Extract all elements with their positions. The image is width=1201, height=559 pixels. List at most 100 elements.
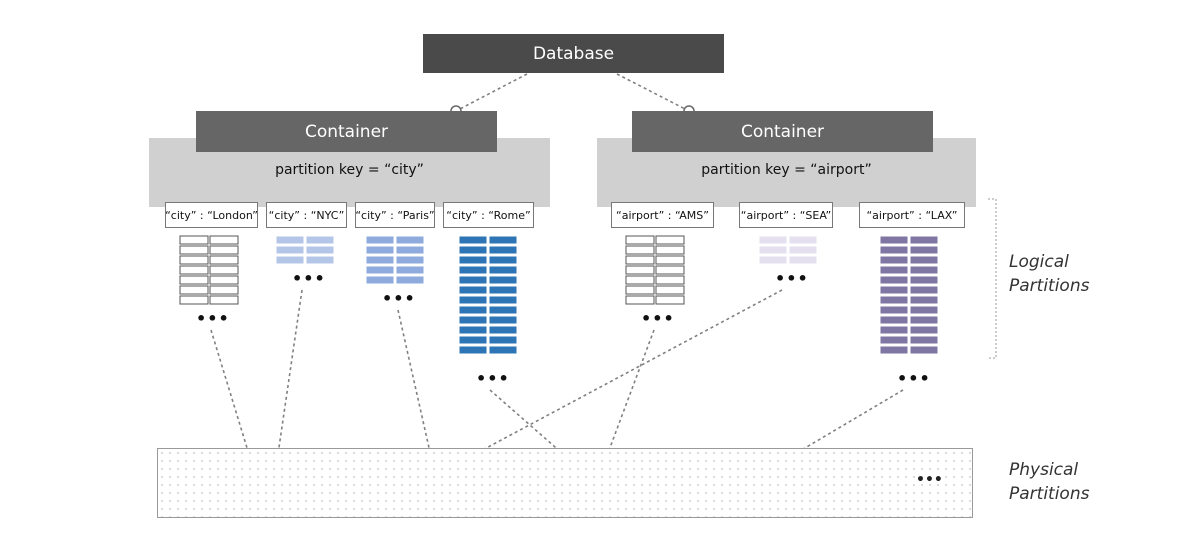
paris-row-cell: [395, 265, 425, 275]
paris-ellipsis: •••: [382, 289, 416, 308]
lax-row-cell: [909, 295, 939, 305]
paris-row-cell: [395, 235, 425, 245]
london-row-cell: [179, 265, 209, 275]
rome-ellipsis: •••: [476, 369, 510, 388]
lax-row-cell: [909, 335, 939, 345]
partition-value-sea: “airport” : “SEA”: [739, 202, 833, 228]
container-label: Container: [740, 121, 825, 142]
partition-key-airport: partition key = “airport”: [701, 162, 872, 178]
paris-row-cell: [395, 245, 425, 255]
nyc-row-cell: [305, 245, 335, 255]
physical-partitions-strip: [157, 448, 973, 518]
london-row-cell: [209, 265, 239, 275]
rome-row-cell: [458, 285, 488, 295]
database-label: Database: [532, 43, 615, 64]
rome-row-cell: [458, 295, 488, 305]
rome-row-cell: [458, 335, 488, 345]
lax-row-cell: [909, 315, 939, 325]
rome-row-cell: [488, 265, 518, 275]
nyc-row-cell: [275, 235, 305, 245]
ams-row-cell: [655, 285, 685, 295]
rome-row-cell: [488, 305, 518, 315]
rome-row-cell: [488, 255, 518, 265]
london-row-cell: [209, 285, 239, 295]
london-row-cell: [179, 295, 209, 305]
physical-partitions-label: Physical Partitions: [1009, 458, 1089, 506]
london-row-cell: [209, 255, 239, 265]
container-label: Container: [304, 121, 389, 142]
ams-row-cell: [625, 275, 655, 285]
lax-row-cell: [909, 345, 939, 355]
partition-value-nyc: “city” : “NYC”: [266, 202, 347, 228]
lax-row-cell: [909, 275, 939, 285]
connector-nyc-physical: [276, 289, 303, 462]
rome-row-cell: [458, 235, 488, 245]
london-row-cell: [179, 255, 209, 265]
lax-row-cell: [879, 255, 909, 265]
lax-row-cell: [879, 345, 909, 355]
ams-row-cell: [655, 295, 685, 305]
partition-value-ams: “airport” : “AMS”: [611, 202, 714, 228]
london-row-cell: [209, 295, 239, 305]
rome-row-cell: [488, 245, 518, 255]
rome-row-cell: [488, 275, 518, 285]
sea-row-cell: [788, 235, 818, 245]
london-row-cell: [179, 235, 209, 245]
nyc-row-cell: [305, 235, 335, 245]
rome-row-cell: [458, 245, 488, 255]
partition-key-city: partition key = “city”: [275, 162, 424, 178]
lax-row-cell: [909, 235, 939, 245]
logical-label-line2: Partitions: [1009, 276, 1090, 296]
connector-london-physical: [210, 329, 252, 462]
connector-sea-physical: [461, 289, 783, 462]
lax-row-cell: [909, 265, 939, 275]
lax-row-cell: [879, 275, 909, 285]
lax-row-cell: [879, 315, 909, 325]
physical-more-ellipsis: •••: [916, 472, 943, 488]
connector-db-city: [455, 73, 528, 112]
ams-row-cell: [655, 245, 685, 255]
ams-row-cell: [655, 265, 685, 275]
rome-row-cell: [488, 295, 518, 305]
rome-row-cell: [458, 255, 488, 265]
rome-row-cell: [458, 265, 488, 275]
ams-row-cell: [625, 285, 655, 295]
partition-value-london: “city” : “London”: [165, 202, 258, 228]
london-row-cell: [179, 285, 209, 295]
database-box: Database: [423, 34, 724, 73]
lax-row-cell: [909, 245, 939, 255]
lax-row-cell: [879, 305, 909, 315]
rome-row-cell: [458, 315, 488, 325]
physical-label-line2: Partitions: [1009, 484, 1090, 504]
physical-label-line1: Physical: [1009, 460, 1079, 480]
london-row-cell: [179, 245, 209, 255]
lax-row-cell: [879, 325, 909, 335]
nyc-row-cell: [275, 245, 305, 255]
partition-value-lax: “airport” : “LAX”: [859, 202, 965, 228]
rome-row-cell: [488, 315, 518, 325]
rome-row-cell: [458, 275, 488, 285]
lax-row-cell: [909, 325, 939, 335]
ams-row-cell: [625, 235, 655, 245]
connector-paris-physical: [397, 309, 433, 462]
rome-row-cell: [458, 345, 488, 355]
connector-ams-physical: [604, 329, 655, 462]
paris-row-cell: [395, 275, 425, 285]
paris-row-cell: [365, 275, 395, 285]
partition-value-rome: “city” : “Rome”: [443, 202, 534, 228]
rome-row-cell: [488, 285, 518, 295]
ams-row-cell: [655, 235, 685, 245]
lax-ellipsis: •••: [897, 369, 931, 388]
ams-row-cell: [655, 255, 685, 265]
ams-ellipsis: •••: [641, 309, 675, 328]
lax-row-cell: [879, 265, 909, 275]
paris-row-cell: [365, 265, 395, 275]
sea-row-cell: [758, 255, 788, 265]
ams-row-cell: [625, 245, 655, 255]
london-row-cell: [209, 245, 239, 255]
lax-row-cell: [879, 295, 909, 305]
lax-row-cell: [909, 305, 939, 315]
london-row-cell: [209, 275, 239, 285]
sea-ellipsis: •••: [775, 269, 809, 288]
paris-row-cell: [365, 255, 395, 265]
